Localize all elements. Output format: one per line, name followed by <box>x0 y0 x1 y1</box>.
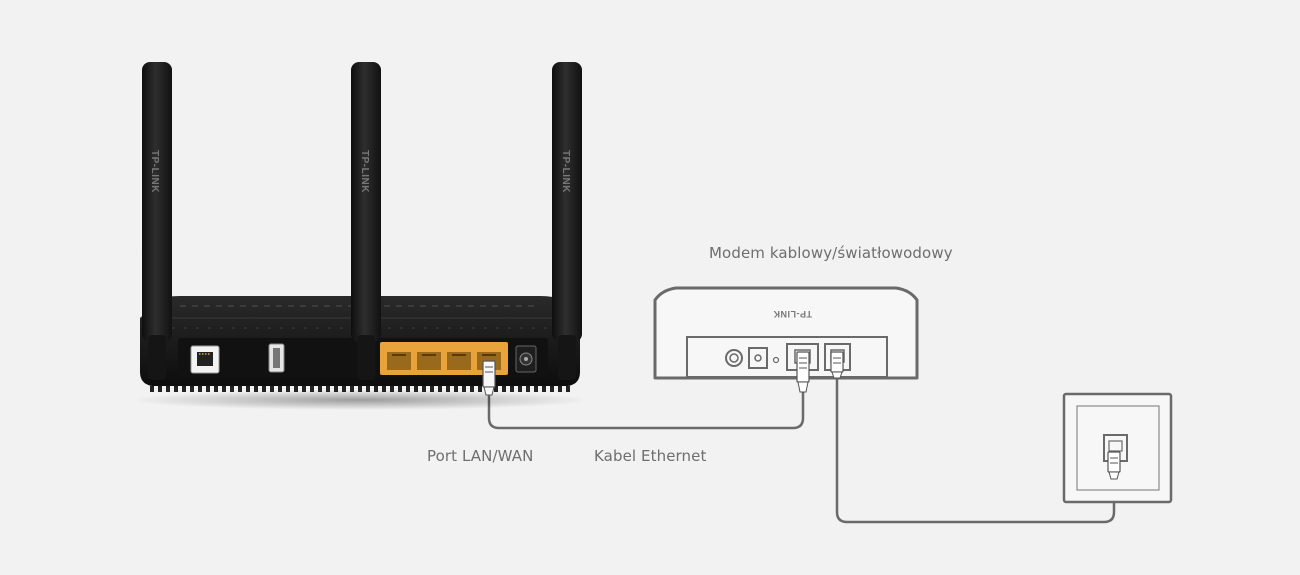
rj45-plug-router <box>482 360 496 396</box>
antenna-brand-right: TP-LINK <box>560 150 571 193</box>
cable-label: Kabel Ethernet <box>594 447 707 465</box>
router-antenna-middle: TP-LINK <box>351 62 381 380</box>
port-label: Port LAN/WAN <box>427 447 534 465</box>
modem: TP-LINK <box>653 286 919 380</box>
router-antenna-left: TP-LINK <box>142 62 172 380</box>
rj45-plug-modem <box>796 351 810 393</box>
modem-reset-hole <box>772 356 780 364</box>
rj11-port <box>190 345 220 374</box>
router-antenna-right: TP-LINK <box>552 62 582 380</box>
wall-socket <box>1062 392 1173 504</box>
ethernet-cable <box>487 392 805 430</box>
antenna-brand-middle: TP-LINK <box>359 150 370 193</box>
modem-brand: TP-LINK <box>773 309 812 319</box>
rj11-plug-modem <box>830 351 844 379</box>
power-jack <box>515 345 537 373</box>
usb-port <box>268 343 285 373</box>
rj11-plug-socket <box>1107 451 1121 480</box>
modem-power-jack <box>748 347 768 369</box>
antenna-brand-left: TP-LINK <box>149 150 160 193</box>
power-icon <box>725 349 743 367</box>
phone-cable <box>835 376 1116 524</box>
modem-label: Modem kablowy/światłowodowy <box>709 244 953 262</box>
